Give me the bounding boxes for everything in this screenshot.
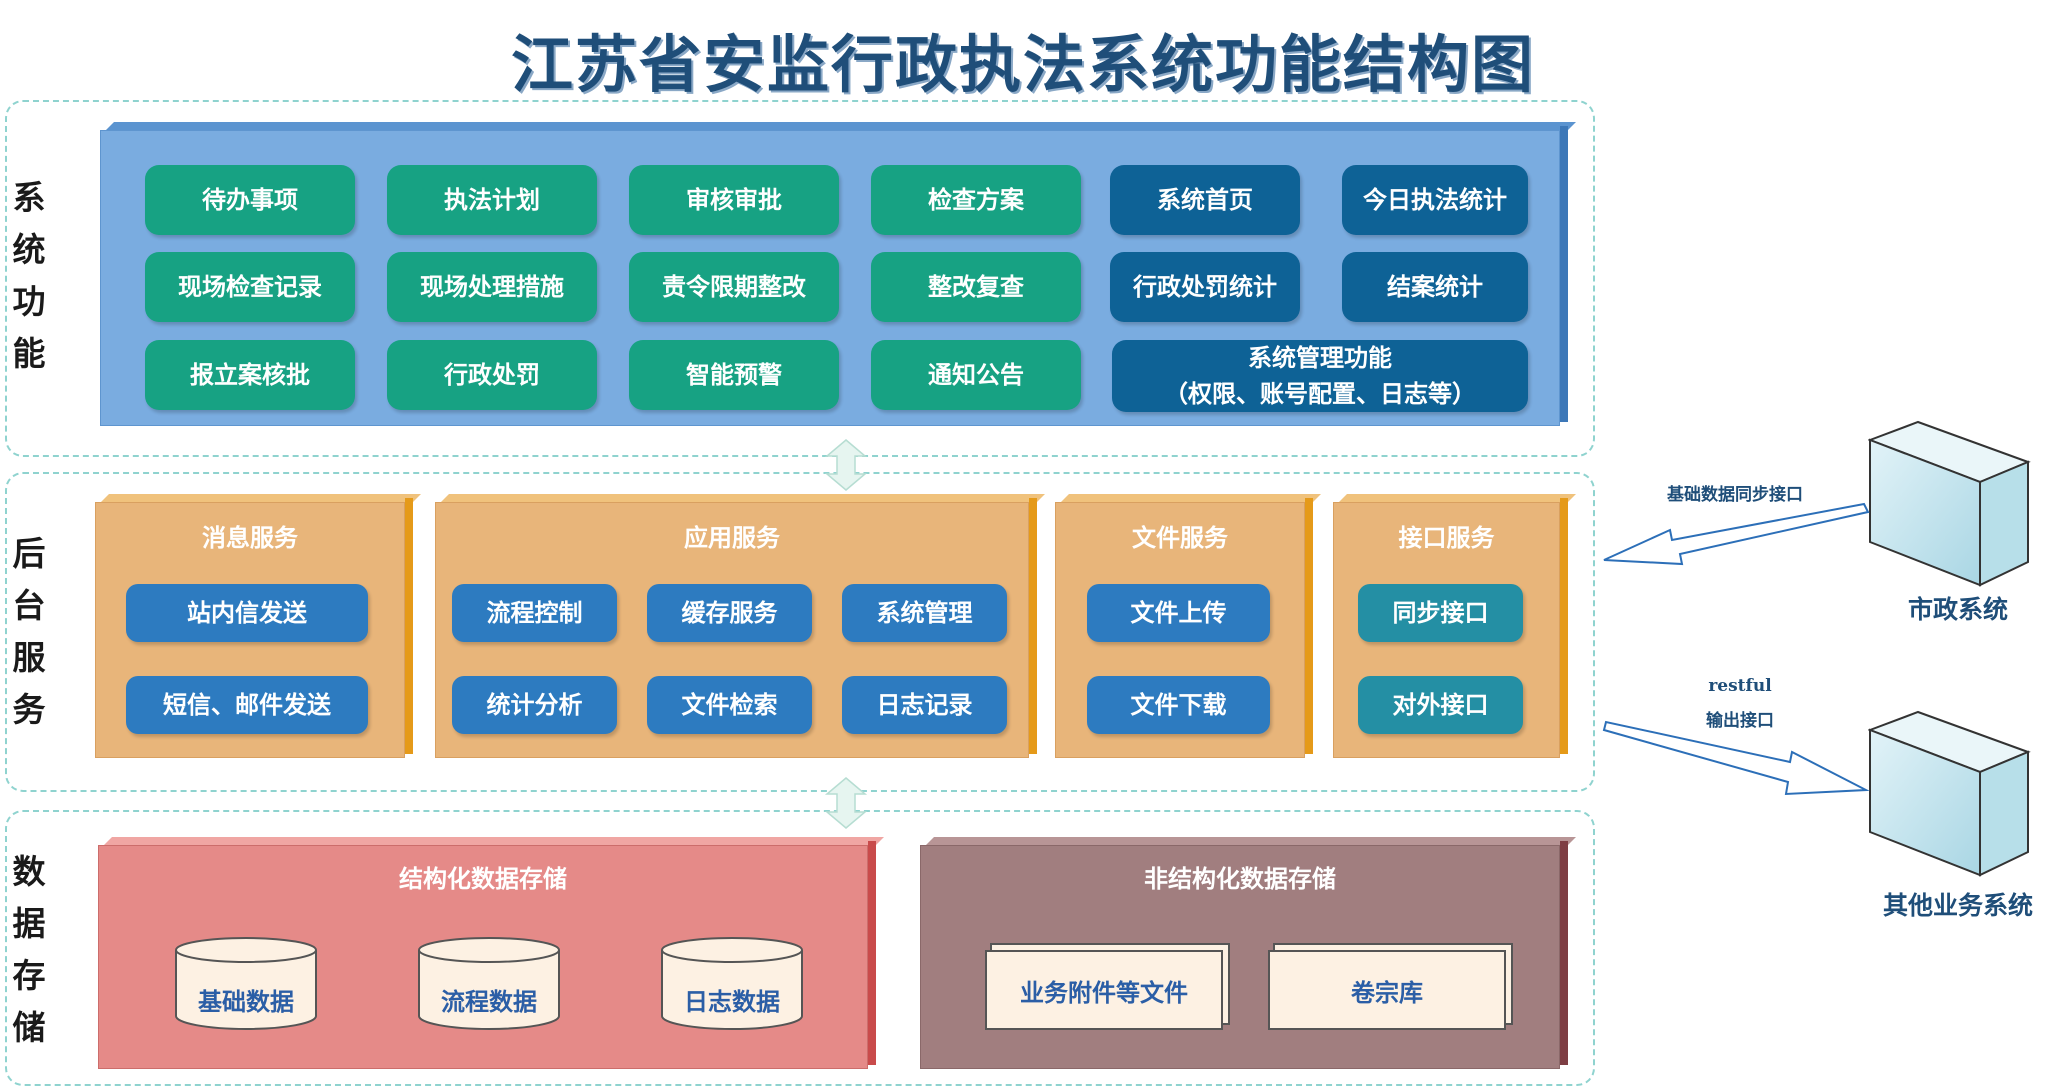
functions-layer-frame bbox=[5, 100, 1595, 457]
storage-layer-label: 数据存储 bbox=[12, 852, 46, 1047]
func-system-home[interactable]: 系统首页 bbox=[1110, 165, 1300, 235]
database-icon-base-data bbox=[175, 937, 317, 1030]
svc-file-search[interactable]: 文件检索 bbox=[647, 676, 812, 734]
svc-file-download[interactable]: 文件下载 bbox=[1087, 676, 1270, 734]
database-label-log-data: 日志数据 bbox=[684, 988, 780, 1016]
system-management-title: 系统管理功能 bbox=[1248, 344, 1392, 372]
svc-sync-interface[interactable]: 同步接口 bbox=[1358, 584, 1523, 642]
func-today-statistics[interactable]: 今日执法统计 bbox=[1342, 165, 1528, 235]
diagram-title: 江苏省安监行政执法系统功能结构图 bbox=[510, 28, 1535, 101]
municipal-system-server-icon bbox=[1868, 420, 2031, 587]
svc-system-management[interactable]: 系统管理 bbox=[842, 584, 1007, 642]
connector-arrow-backend-storage bbox=[824, 777, 868, 829]
func-review-approval[interactable]: 审核审批 bbox=[629, 165, 839, 235]
func-smart-warning[interactable]: 智能预警 bbox=[629, 340, 839, 410]
svc-file-upload[interactable]: 文件上传 bbox=[1087, 584, 1270, 642]
sync-arrow-icon bbox=[1603, 502, 1870, 566]
svc-process-control[interactable]: 流程控制 bbox=[452, 584, 617, 642]
message-service-title: 消息服务 bbox=[202, 524, 298, 552]
database-icon-log-data bbox=[661, 937, 803, 1030]
store-dossier-library[interactable]: 卷宗库 bbox=[1268, 950, 1506, 1030]
func-administrative-penalty[interactable]: 行政处罚 bbox=[387, 340, 597, 410]
svc-sms-email[interactable]: 短信、邮件发送 bbox=[126, 676, 368, 734]
functions-layer-label: 系统功能 bbox=[12, 178, 46, 373]
func-enforcement-plan[interactable]: 执法计划 bbox=[387, 165, 597, 235]
structured-storage-title: 结构化数据存储 bbox=[399, 865, 567, 893]
func-inspection-plan[interactable]: 检查方案 bbox=[871, 165, 1081, 235]
unstructured-storage-title: 非结构化数据存储 bbox=[1144, 865, 1336, 893]
restful-arrow-icon bbox=[1602, 720, 1870, 796]
func-rectification-order[interactable]: 责令限期整改 bbox=[629, 252, 839, 322]
store-attachment-files[interactable]: 业务附件等文件 bbox=[985, 950, 1223, 1030]
interface-service-title: 接口服务 bbox=[1398, 524, 1495, 552]
svc-cache[interactable]: 缓存服务 bbox=[647, 584, 812, 642]
backend-layer-label: 后台服务 bbox=[12, 534, 46, 729]
func-case-closing-statistics[interactable]: 结案统计 bbox=[1342, 252, 1528, 322]
connector-arrow-functions-backend bbox=[824, 439, 868, 491]
database-label-base-data: 基础数据 bbox=[198, 988, 294, 1016]
storage-layer-frame bbox=[5, 810, 1595, 1086]
svc-statistics[interactable]: 统计分析 bbox=[452, 676, 617, 734]
svc-external-interface[interactable]: 对外接口 bbox=[1358, 676, 1523, 734]
svc-log-record[interactable]: 日志记录 bbox=[842, 676, 1007, 734]
restful-link-label: restful bbox=[1708, 676, 1772, 696]
other-system-server-icon bbox=[1868, 710, 2031, 877]
func-rectification-review[interactable]: 整改复查 bbox=[871, 252, 1081, 322]
func-penalty-statistics[interactable]: 行政处罚统计 bbox=[1110, 252, 1300, 322]
func-system-management[interactable]: 系统管理功能 （权限、账号配置、日志等） bbox=[1112, 340, 1528, 412]
func-onsite-measures[interactable]: 现场处理措施 bbox=[387, 252, 597, 322]
output-interface-link-label: 输出接口 bbox=[1706, 711, 1774, 731]
file-service-title: 文件服务 bbox=[1132, 524, 1228, 552]
other-system-label: 其他业务系统 bbox=[1882, 891, 2033, 920]
sync-interface-link-label: 基础数据同步接口 bbox=[1667, 485, 1803, 505]
func-notice-announcement[interactable]: 通知公告 bbox=[871, 340, 1081, 410]
func-case-filing-approval[interactable]: 报立案核批 bbox=[145, 340, 355, 410]
database-icon-process-data bbox=[418, 937, 560, 1030]
svc-site-message[interactable]: 站内信发送 bbox=[126, 584, 368, 642]
database-label-process-data: 流程数据 bbox=[441, 988, 537, 1016]
municipal-system-label: 市政系统 bbox=[1907, 595, 2008, 624]
system-management-detail: （权限、账号配置、日志等） bbox=[1164, 380, 1476, 408]
func-pending-items[interactable]: 待办事项 bbox=[145, 165, 355, 235]
backend-layer-frame bbox=[5, 472, 1595, 792]
application-service-title: 应用服务 bbox=[684, 524, 780, 552]
func-onsite-inspection-record[interactable]: 现场检查记录 bbox=[145, 252, 355, 322]
